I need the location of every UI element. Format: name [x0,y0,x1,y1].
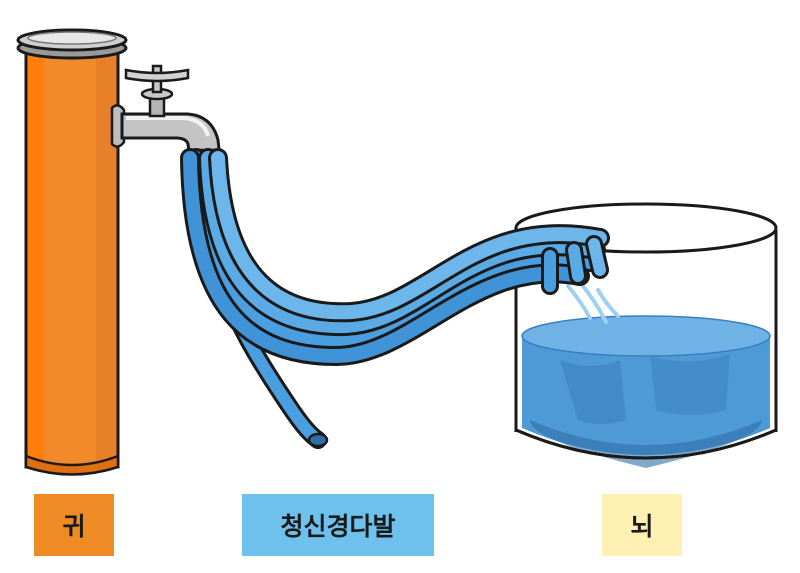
auditory-nerve-label: 청신경다발 [242,494,434,556]
hose-bundle-icon [180,148,610,449]
brain-label: 뇌 [602,494,682,556]
water-pipe-icon [16,28,128,476]
water-tank-icon [514,202,778,468]
faucet-icon [110,64,224,164]
ear-label: 귀 [34,494,114,556]
